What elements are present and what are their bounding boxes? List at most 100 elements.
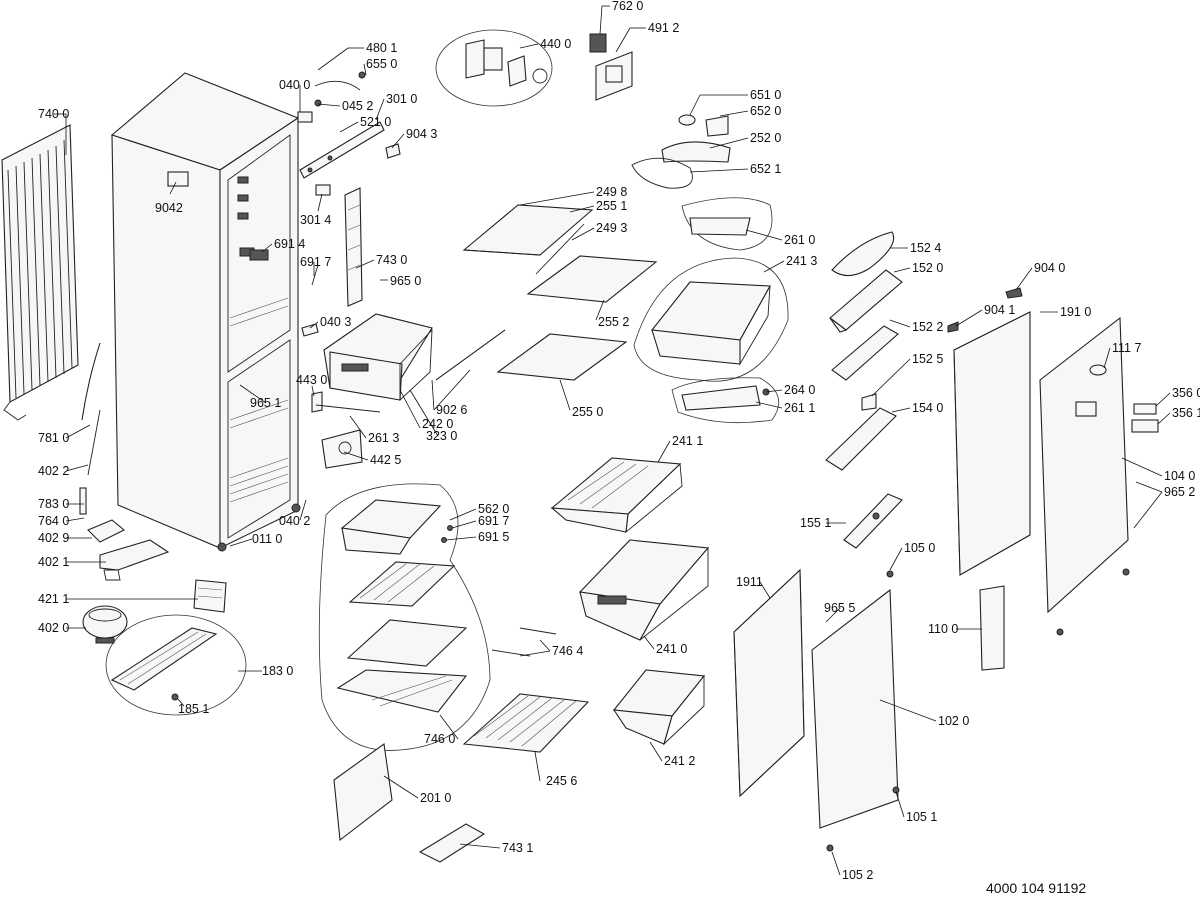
callout-183: 183 0 xyxy=(262,664,293,678)
callout-264: 264 0 xyxy=(784,383,815,397)
callout-154: 154 0 xyxy=(912,401,943,415)
callout-111-7: 111 7 xyxy=(1112,341,1141,355)
callout-965-1: 965 1 xyxy=(250,396,281,410)
callout-110: 110 0 xyxy=(928,622,958,636)
callout-040-2: 040 2 xyxy=(279,514,310,528)
callout-155-1: 155 1 xyxy=(800,516,831,530)
callout-965-0: 965 0 xyxy=(390,274,421,288)
air-duct-part xyxy=(344,187,363,307)
callout-965-5: 965 5 xyxy=(824,601,855,615)
callout-743-0: 743 0 xyxy=(376,253,407,267)
callout-421-1: 421 1 xyxy=(38,592,69,606)
callout-904-3: 904 3 xyxy=(406,127,437,141)
callout-249-3: 249 3 xyxy=(596,221,627,235)
callout-152-4: 152 4 xyxy=(910,241,941,255)
control-panel-part xyxy=(589,33,633,101)
condenser-part xyxy=(1,124,79,421)
drain-tube-part xyxy=(79,342,101,515)
callout-356-1: 356 1 xyxy=(1172,406,1200,420)
callout-442-5: 442 5 xyxy=(370,453,401,467)
callout-261-0: 261 0 xyxy=(784,233,815,247)
callout-040-3: 040 3 xyxy=(320,315,351,329)
doors-part xyxy=(811,287,1159,852)
callout-152-5: 152 5 xyxy=(912,352,943,366)
callout-402-1: 402 1 xyxy=(38,555,69,569)
callout-252: 252 0 xyxy=(750,131,781,145)
crisper-drawer-part xyxy=(315,313,506,413)
callout-402-9: 402 9 xyxy=(38,531,69,545)
callout-242: 242 0 xyxy=(422,417,453,431)
callout-480-1: 480 1 xyxy=(366,41,397,55)
callout-783: 783 0 xyxy=(38,497,69,511)
callout-241-1: 241 1 xyxy=(672,434,703,448)
callout-185-1: 185 1 xyxy=(178,702,209,716)
callout-labels: 740 0 781 0 402 2 783 0 764 0 402 9 402 … xyxy=(38,0,1200,882)
callout-241-0: 241 0 xyxy=(656,642,687,656)
leader-lines xyxy=(54,5,1171,876)
callout-491-2: 491 2 xyxy=(648,21,679,35)
callout-356-0: 356 0 xyxy=(1172,386,1200,400)
callout-902-6: 902 6 xyxy=(436,403,467,417)
document-id: 4000 104 91192 xyxy=(986,880,1086,896)
door-gaskets-part xyxy=(733,311,1031,798)
lamp-assembly-part xyxy=(435,29,553,107)
wire-rack-part xyxy=(462,627,590,753)
callout-443: 443 0 xyxy=(296,373,327,387)
callout-904-0: 904 0 xyxy=(1034,261,1065,275)
freezer-shelf-group-part xyxy=(318,483,491,751)
callout-1911: 1911 xyxy=(736,575,763,589)
callout-691-7a: 691 7 xyxy=(300,255,331,269)
callout-040-0: 040 0 xyxy=(279,78,310,92)
callout-652-0: 652 0 xyxy=(750,104,781,118)
callout-105-2: 105 2 xyxy=(842,868,873,882)
door-bins-part xyxy=(825,231,903,549)
callout-249-8: 249 8 xyxy=(596,185,627,199)
callout-245-6: 245 6 xyxy=(546,774,577,788)
freezer-drawers-part xyxy=(550,457,710,746)
callout-045-2: 045 2 xyxy=(342,99,373,113)
callout-743-1: 743 1 xyxy=(502,841,533,855)
callout-261-3: 261 3 xyxy=(368,431,399,445)
callout-9042: 9042 xyxy=(155,201,183,215)
callout-102: 102 0 xyxy=(938,714,969,728)
callout-255-1: 255 1 xyxy=(596,199,627,213)
callout-011: 011 0 xyxy=(252,532,282,546)
callout-691-7b: 691 7 xyxy=(478,514,509,528)
callout-746-0: 746 0 xyxy=(424,732,455,746)
callout-655: 655 0 xyxy=(366,57,397,71)
callout-746-4: 746 4 xyxy=(552,644,583,658)
callout-762: 762 0 xyxy=(612,0,643,13)
callout-691-5: 691 5 xyxy=(478,530,509,544)
callout-440: 440 0 xyxy=(540,37,571,51)
callout-965-2: 965 2 xyxy=(1164,485,1195,499)
rear-cover-part xyxy=(333,743,486,863)
callout-402-2: 402 2 xyxy=(38,464,69,478)
glass-shelves-part xyxy=(462,204,658,381)
freezer-small-parts xyxy=(301,323,363,469)
callout-652-1: 652 1 xyxy=(750,162,781,176)
callout-105-0: 105 0 xyxy=(904,541,935,555)
callout-255-2: 255 2 xyxy=(598,315,629,329)
callout-241-3: 241 3 xyxy=(786,254,817,268)
chiller-compartment-part xyxy=(633,197,789,424)
callout-241-2: 241 2 xyxy=(664,754,695,768)
callout-104: 104 0 xyxy=(1164,469,1195,483)
callout-781: 781 0 xyxy=(38,431,69,445)
callout-191: 191 0 xyxy=(1060,305,1091,319)
callout-562: 562 0 xyxy=(478,502,509,516)
callout-521: 521 0 xyxy=(360,115,391,129)
callout-105-1: 105 1 xyxy=(906,810,937,824)
callout-323: 323 0 xyxy=(426,429,457,443)
callout-152-0: 152 0 xyxy=(912,261,943,275)
callout-904-1: 904 1 xyxy=(984,303,1015,317)
callout-301-4: 301 4 xyxy=(300,213,331,227)
callout-764: 764 0 xyxy=(38,514,69,528)
callout-152-2: 152 2 xyxy=(912,320,943,334)
cabinet-part xyxy=(110,72,301,552)
callout-651: 651 0 xyxy=(750,88,781,102)
compressor-assembly-part xyxy=(82,519,247,716)
callout-740: 740 0 xyxy=(38,107,69,121)
callout-402-0: 402 0 xyxy=(38,621,69,635)
callout-255-0: 255 0 xyxy=(572,405,603,419)
